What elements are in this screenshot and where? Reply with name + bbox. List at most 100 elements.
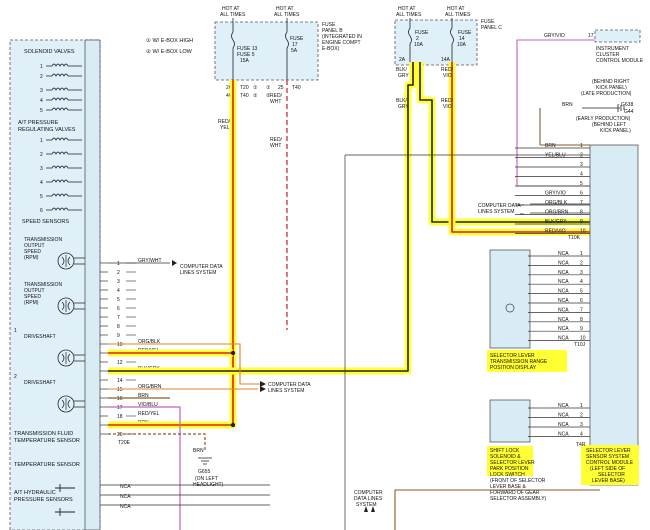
pressure-valve-2-pin: 2 — [40, 152, 43, 158]
fuse-b-tag-t40-b: T40 — [292, 85, 301, 91]
range-display-box — [489, 249, 531, 349]
g655-ground-icon — [198, 457, 212, 465]
t10k-pin-8: 8 — [580, 210, 583, 216]
pressure-valve-5-pin: 5 — [40, 194, 43, 200]
speed-sensor-icon — [57, 297, 75, 315]
t20e-pin-1: 1 — [117, 261, 120, 267]
fuse-2-symbol — [408, 18, 412, 65]
t10j-wire-6: NCA — [558, 298, 569, 304]
fuse-symbols — [231, 18, 454, 80]
solenoid-valve-1-coil-icon — [46, 63, 82, 67]
t20e-pin-7: 7 — [117, 315, 120, 321]
fuse-17-label: FUSE 17 5A — [290, 36, 305, 54]
t20e-pin-4: 4 — [117, 288, 120, 294]
speed-sensor-leads — [74, 302, 85, 310]
t20e-pin-15: 15 — [117, 387, 123, 393]
fuse-panel-c: FUSE PANEL C FUSE 2 10A FUSE 14 10A 2A 1… — [394, 19, 502, 66]
solenoid-valve-4-pin: 4 — [40, 98, 43, 104]
speed-sensor-leads — [74, 354, 85, 362]
selector-module-label-group: SELECTOR LEVER SENSOR SYSTEM CONTROL MOD… — [581, 445, 639, 485]
legend-ebox-low: ② W/ E-BOX LOW — [146, 48, 193, 55]
t20e-wire-18: RED/YEL — [138, 411, 160, 417]
t10j-wire-3: NCA — [558, 270, 569, 276]
blk-gry-t10k-wire — [419, 62, 590, 223]
g44-label: G44 — [624, 109, 634, 115]
g638-label: G638 — [621, 102, 633, 108]
t4r-pin-1: 1 — [580, 403, 583, 409]
shift-lock-label: SHIFT LOCK SOLENOID & SELECTOR LEVER PAR… — [490, 448, 547, 502]
blk-gry-wire — [108, 62, 414, 372]
solenoid-valve-5-coil-icon — [46, 107, 82, 111]
t20e-pin-14: 14 — [117, 378, 123, 384]
t10j-pin-8: 8 — [580, 317, 583, 323]
t10k-wire-10: RED/VIO — [545, 229, 566, 235]
blk-gry-t10k-highlight — [416, 62, 590, 226]
pressure-sensor-icons — [55, 484, 75, 516]
t10k-pin-9: 9 — [580, 219, 583, 225]
fuse-b-circ-1: ① — [253, 85, 258, 91]
brn-wire-ground — [108, 433, 206, 452]
fuse-b-circ-2: ② — [253, 93, 258, 99]
wire-label-gry-vio: GRY/VIO — [544, 33, 565, 39]
solenoid-valve-4-coil-icon — [46, 97, 82, 101]
pressure-valve-6-pin: 6 — [40, 208, 43, 214]
speed-sensor-icon — [57, 252, 75, 270]
splice-dot-2 — [230, 422, 236, 428]
t4r-pin-3: 3 — [580, 422, 583, 428]
wire-label-red-vio-1: RED/VIO — [441, 67, 454, 79]
t10k-wire-1: BRN — [545, 143, 556, 149]
t10j-pin-6: 6 — [580, 298, 583, 304]
fuse-17-symbol — [285, 18, 289, 80]
cdl-label-org: COMPUTER DATA LINES SYSTEM — [268, 382, 312, 394]
pressure-valve-6-coil-icon — [46, 207, 82, 211]
bottom-nca-1: NCA — [120, 484, 131, 490]
speed-sensor-label: DRIVESHAFT — [24, 334, 56, 340]
gry-vio-wire — [516, 39, 595, 187]
wire-label-red-yel: RED/YEL — [218, 119, 231, 131]
ground-g638-g44: (BEHIND RIGHT KICK PANEL) (LATE PRODUCTI… — [576, 79, 634, 134]
cdl-labels: COMPUTER DATA LINES SYSTEM COMPUTER DATA… — [172, 260, 383, 512]
fuse-panel-b-title: FUSE PANEL B (INTEGRATED IN ENGINE COMPT… — [322, 22, 363, 52]
t4r-pin-4: 4 — [580, 432, 583, 438]
t20e-pin-8: 8 — [117, 324, 120, 330]
t20e-pin-10: 10 — [117, 342, 123, 348]
selector-module-highlight — [581, 445, 639, 485]
wire-labels: RED/YEL RED/WHT RED/WHT BLK/GRY RED/VIO … — [218, 33, 573, 149]
org-blk-wire — [108, 343, 260, 385]
solenoid-valve-3-coil-icon — [46, 87, 82, 91]
speed-sensor-coil-icon — [61, 300, 71, 312]
t10j-pin-5: 5 — [580, 289, 583, 295]
t4r-pin-2: 2 — [580, 413, 583, 419]
brn-t10k-wire — [539, 108, 590, 146]
ground-g655: BRN G655 (ON LEFT HEADLIGHT) — [193, 448, 224, 488]
selector-control-module-box — [589, 144, 639, 486]
speed-sensor-leads — [74, 400, 85, 408]
cdl-label-gry-wht: COMPUTER DATA LINES SYSTEM — [180, 264, 224, 276]
solenoid-valve-2-coil-icon — [46, 73, 82, 77]
fuse-panel-c-title: FUSE PANEL C — [481, 19, 502, 31]
g44-location: (EARLY PRODUCTION) (BEHIND LEFT KICK PAN… — [576, 116, 632, 134]
t10j-wire-9: NCA — [558, 326, 569, 332]
pressure-valve-1-pin: 1 — [40, 138, 43, 144]
t10j-connector-rows: 1NCA2NCA3NCA4NCA5NCA6NCA7NCA8NCA9NCA10NC… — [528, 251, 590, 342]
t4r-wire-4: NCA — [558, 432, 569, 438]
t10j-pin-10: 10 — [580, 336, 586, 342]
t10j-pin-9: 9 — [580, 326, 583, 332]
t10j-connector-label: T10J — [574, 342, 586, 348]
speed-sensor-coil-icon — [61, 255, 71, 267]
t10k-pin-6: 6 — [580, 191, 583, 197]
instrument-cluster-box — [594, 29, 641, 43]
pressure-valve-5-coil-icon — [46, 193, 82, 197]
g655-wire-label: BRN — [193, 448, 204, 454]
t10k-pin-5: 5 — [580, 181, 583, 187]
t10k-cdl-arrows — [520, 204, 524, 215]
t20e-pin-18: 18 — [117, 414, 123, 420]
fuse-b-tag-t20: T20 — [240, 85, 249, 91]
bottom-nca-3: NCA — [120, 504, 131, 510]
